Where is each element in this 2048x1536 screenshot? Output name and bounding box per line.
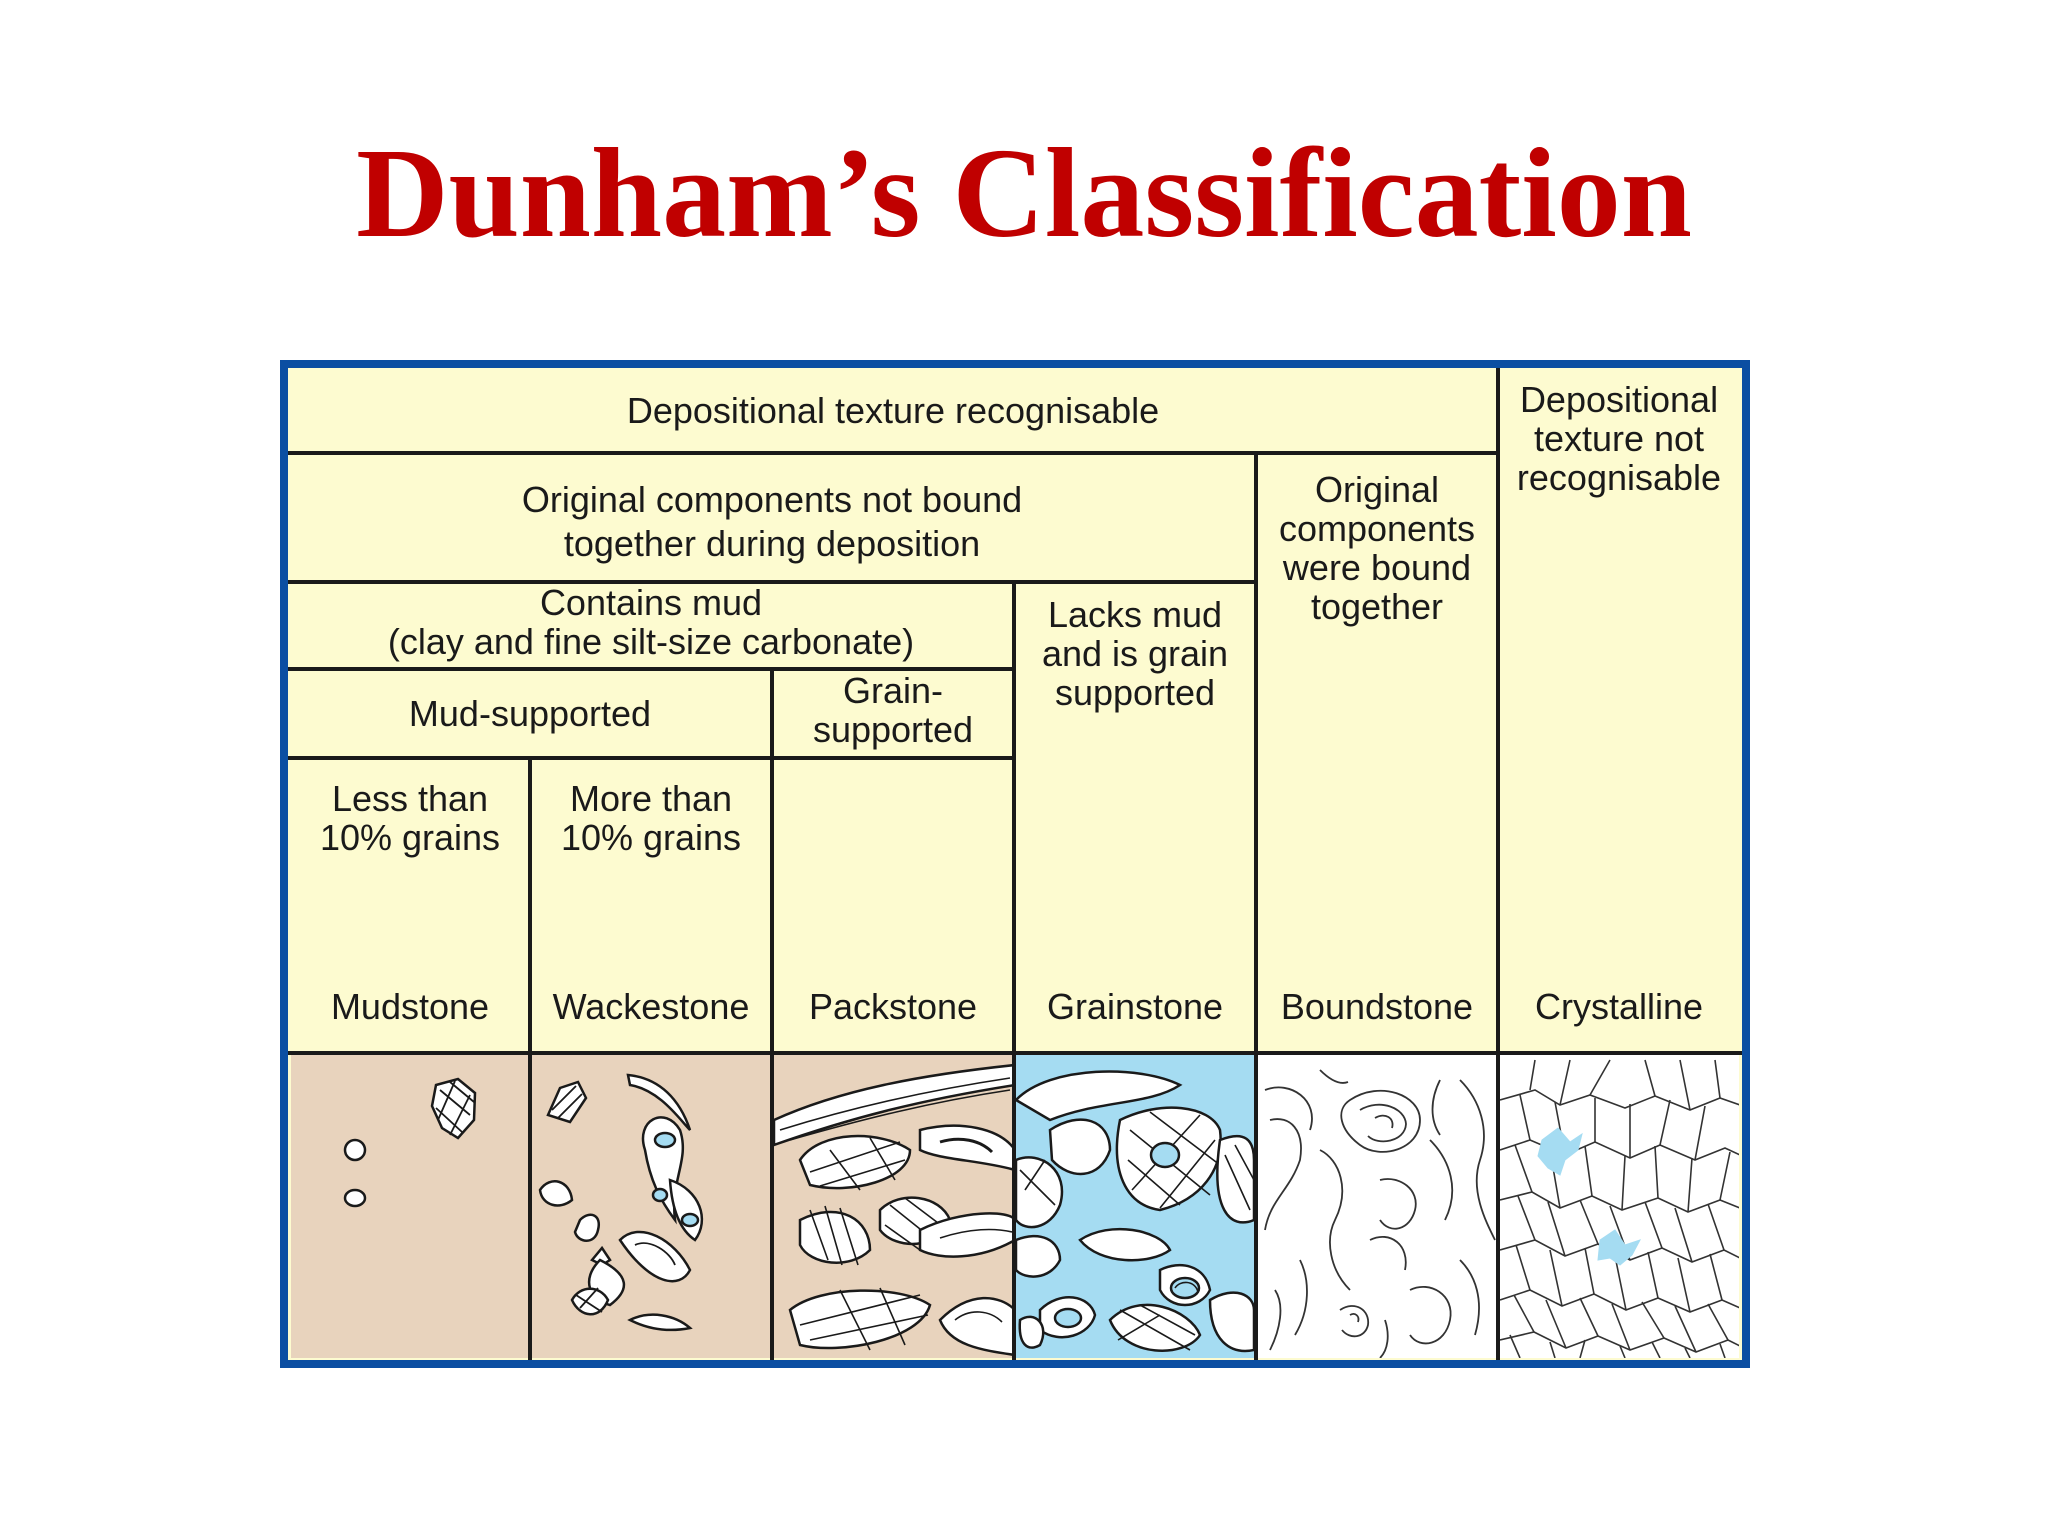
header-grain-supported-line-1: Grain-: [843, 670, 943, 711]
page-title: Dunham’s Classification: [356, 122, 1692, 264]
boundstone-panel: [1258, 1055, 1496, 1358]
header-bound-line-3: were bound: [1282, 547, 1471, 588]
header-grain-supported-line-2: supported: [813, 709, 973, 750]
header-mud-supported: Mud-supported: [409, 693, 651, 734]
crystalline-pore-spaces: [1537, 1127, 1642, 1266]
header-not-bound-line-1: Original components not bound: [522, 479, 1022, 520]
header-contains-mud-line-1: Contains mud: [540, 582, 762, 623]
grainstone-texture: [1016, 1070, 1254, 1353]
grid-lines: [288, 368, 1742, 1360]
dunham-classification-diagram: Depositional texture recognisable Deposi…: [280, 360, 1770, 1375]
header-not-recognisable-line-3: recognisable: [1517, 457, 1721, 498]
header-contains-mud-line-2: (clay and fine silt-size carbonate): [388, 621, 914, 662]
wackestone-texture: [538, 1073, 704, 1332]
header-not-recognisable-line-1: Depositional: [1520, 379, 1718, 420]
header-lacks-mud-line-2: and is grain: [1042, 633, 1228, 674]
header-bound-line-4: together: [1311, 586, 1443, 627]
header-lacks-mud-line-3: supported: [1055, 672, 1215, 713]
mudstone-texture: [343, 1077, 477, 1208]
class-label-boundstone: Boundstone: [1281, 986, 1473, 1027]
header-bound-line-2: components: [1279, 508, 1475, 549]
class-label-packstone: Packstone: [809, 986, 977, 1027]
header-bound-line-1: Original: [1315, 469, 1439, 510]
header-not-recognisable-line-2: texture not: [1534, 418, 1704, 459]
classification-table: Depositional texture recognisable Deposi…: [280, 360, 1750, 1368]
header-less-than-line-1: Less than: [332, 778, 488, 819]
crystalline-texture: [1500, 1059, 1739, 1358]
class-label-crystalline: Crystalline: [1535, 986, 1703, 1027]
boundstone-texture: [1264, 1069, 1496, 1358]
class-label-mudstone: Mudstone: [331, 986, 489, 1027]
header-less-than-line-2: 10% grains: [320, 817, 500, 858]
class-label-grainstone: Grainstone: [1047, 986, 1223, 1027]
header-more-than-line-2: 10% grains: [561, 817, 741, 858]
mudstone-panel: [291, 1055, 528, 1358]
header-recognisable: Depositional texture recognisable: [627, 390, 1159, 431]
header-more-than-line-1: More than: [570, 778, 732, 819]
header-lacks-mud-line-1: Lacks mud: [1048, 594, 1222, 635]
class-label-wackestone: Wackestone: [553, 986, 750, 1027]
packstone-texture: [774, 1064, 1012, 1356]
header-not-bound-line-2: together during deposition: [564, 523, 980, 564]
